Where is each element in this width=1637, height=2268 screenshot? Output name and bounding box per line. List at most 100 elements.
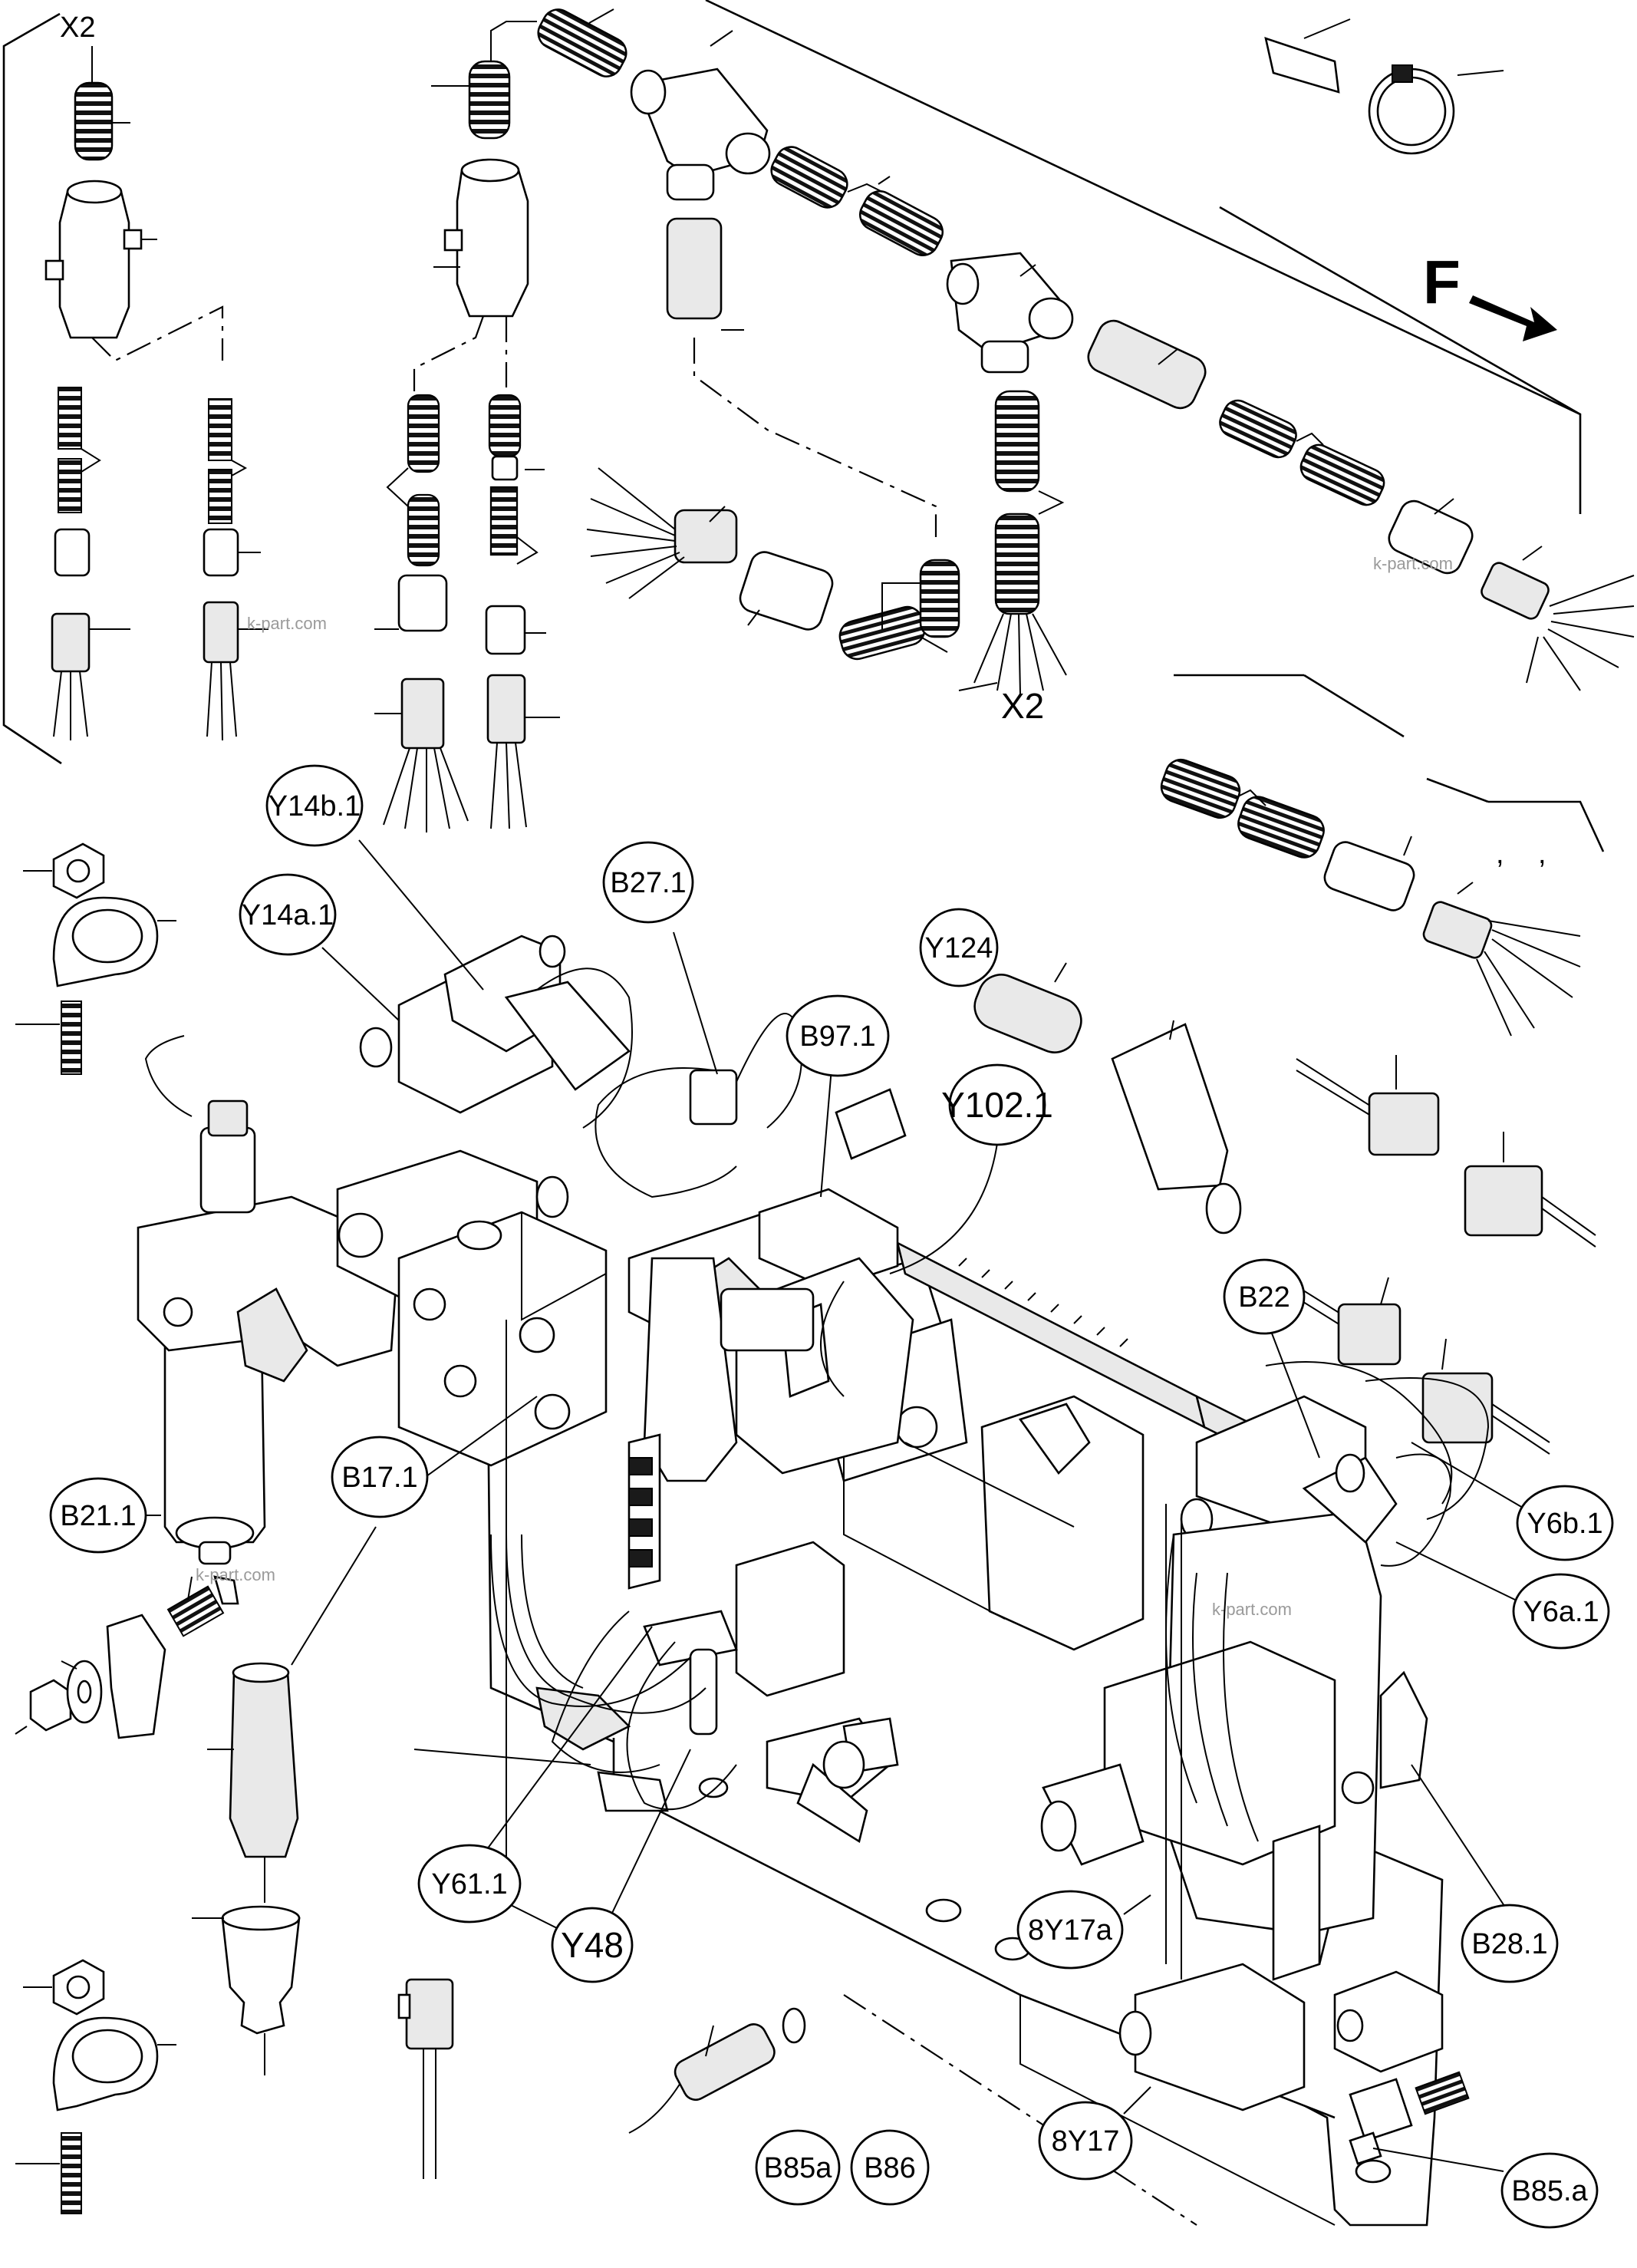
plug-connector (1368, 1092, 1440, 1156)
callout-x2-mid: X2 (1001, 686, 1044, 726)
svg-text:B21.1: B21.1 (60, 1500, 136, 1532)
spiral-sleeve (468, 60, 511, 140)
pressure-sensor (229, 1671, 299, 1858)
spiral-sleeve (208, 398, 232, 461)
spiral-sleeve (1219, 399, 1297, 459)
plug-connector (1464, 1165, 1543, 1237)
callout-x2-top-left: X2 (60, 12, 95, 44)
svg-text:B97.1: B97.1 (799, 1020, 875, 1053)
svg-text:B27.1: B27.1 (610, 867, 686, 899)
clamp-assembly-upper-left (15, 842, 176, 1075)
t-fitting (456, 169, 529, 318)
svg-text:B28.1: B28.1 (1471, 1928, 1547, 1960)
plug-body (486, 674, 526, 744)
connector-housing (1087, 319, 1207, 410)
connector-housing (666, 217, 723, 320)
callouts: Y14b.1 Y14a.1 B27.1 B97.1 Y102.1 B22 B21… (49, 764, 1614, 2229)
callout-b22: B22 (1223, 1258, 1306, 1335)
spiral-sleeve (208, 469, 232, 524)
spiral-sleeve (994, 513, 1040, 615)
callout-b86: B86 (850, 2129, 930, 2206)
callout-b971: Y124 (925, 932, 993, 964)
callout-b211: B21.1 (49, 1477, 147, 1554)
connector-assembly-top-left: X2 k-part.com (44, 12, 327, 741)
callout-b85a-left: B85a (755, 2129, 841, 2206)
stray-mark: , (1496, 838, 1504, 870)
clamp-assembly-lower-left (15, 1959, 176, 2214)
spiral-sleeve (537, 8, 627, 77)
svg-text:B17.1: B17.1 (341, 1462, 417, 1494)
callout-8y17: 8Y17 (1038, 2101, 1133, 2181)
fitting (1272, 1825, 1321, 1981)
plug-body (1422, 901, 1493, 959)
plug-body (674, 509, 738, 564)
spiral-sleeve (1299, 443, 1385, 506)
pressure-switch (199, 1126, 256, 1214)
watermark: k-part.com (196, 1565, 275, 1584)
spiral-sleeve (489, 486, 519, 556)
svg-text:Y102.1: Y102.1 (941, 1085, 1053, 1125)
filter-head (137, 1195, 400, 1367)
svg-text:8Y17a: 8Y17a (1028, 1914, 1113, 1947)
rubber-boot (1111, 1023, 1229, 1191)
plug-connector (1421, 1372, 1494, 1444)
callout-y6b1: Y6b.1 (1516, 1485, 1614, 1561)
callout-y6a1: Y6a.1 (1512, 1573, 1610, 1650)
frame-lines (2, 0, 1605, 852)
sensor-probe (689, 1648, 718, 1736)
spiral-sleeve (994, 390, 1040, 493)
callout-b171: B17.1 (331, 1436, 429, 1518)
callout-b85a-right: B85.a (1500, 2152, 1599, 2229)
plug-body (51, 612, 91, 673)
spring (166, 1585, 225, 1637)
direction-marker-f: F (1423, 248, 1461, 316)
plug-body (203, 601, 239, 664)
spiral-sleeve (1237, 796, 1325, 859)
stray-mark: , (1538, 838, 1546, 870)
callout-y1021: B97.1 (786, 994, 890, 1077)
svg-text:B22: B22 (1238, 1281, 1290, 1314)
small-connector-bottom (397, 1978, 454, 2179)
svg-text:Y6b.1: Y6b.1 (1527, 1508, 1602, 1540)
spiral-sleeve (58, 387, 82, 450)
connector-assembly-top-center (374, 21, 560, 832)
svg-text:B86: B86 (864, 2152, 916, 2184)
spiral-sleeve (488, 394, 522, 458)
spiral-sleeve (1160, 758, 1241, 819)
fitting (236, 1287, 308, 1383)
svg-text:Y14b.1: Y14b.1 (268, 790, 361, 822)
b85-sensor-bottom (628, 1994, 1197, 2226)
sensor-b27 (689, 1069, 738, 1126)
spiral-sleeve (58, 458, 82, 513)
connector-housing (1388, 499, 1474, 575)
svg-text:B85.a: B85.a (1511, 2175, 1588, 2207)
connector-housing (1323, 841, 1415, 911)
connector-housing (739, 551, 834, 631)
bracket (106, 1614, 166, 1739)
nut (29, 1679, 72, 1732)
temperature-sensor (674, 2023, 776, 2102)
sensor-cap (221, 1917, 301, 2035)
svg-text:8Y17: 8Y17 (1052, 2125, 1120, 2158)
connector-housing (485, 605, 526, 655)
t-fitting (58, 190, 130, 339)
svg-text:Y48: Y48 (561, 1925, 624, 1965)
solenoid-8y17 (1134, 1963, 1306, 2111)
accessories-top-right: F (1264, 18, 1557, 341)
callout-y14b1: Y14b.1 (265, 764, 364, 847)
plug-connectors-right (1257, 1055, 1596, 1455)
callout-y611: Y61.1 (417, 1844, 522, 1924)
b97-sensor-group: Y124 (919, 908, 1242, 1235)
direction-arrow-icon (1469, 295, 1557, 341)
svg-text:Y6a.1: Y6a.1 (1523, 1596, 1599, 1628)
connector-housing (54, 528, 91, 577)
callout-b271: B27.1 (602, 841, 694, 924)
svg-text:B85a: B85a (764, 2152, 833, 2184)
callout-circle (919, 908, 999, 987)
spiral-sleeve (74, 81, 114, 161)
spiral-sleeve (407, 394, 440, 473)
spare-sleeves-right: , , (1160, 758, 1581, 1037)
callout-y48: Y48 (551, 1907, 634, 1983)
